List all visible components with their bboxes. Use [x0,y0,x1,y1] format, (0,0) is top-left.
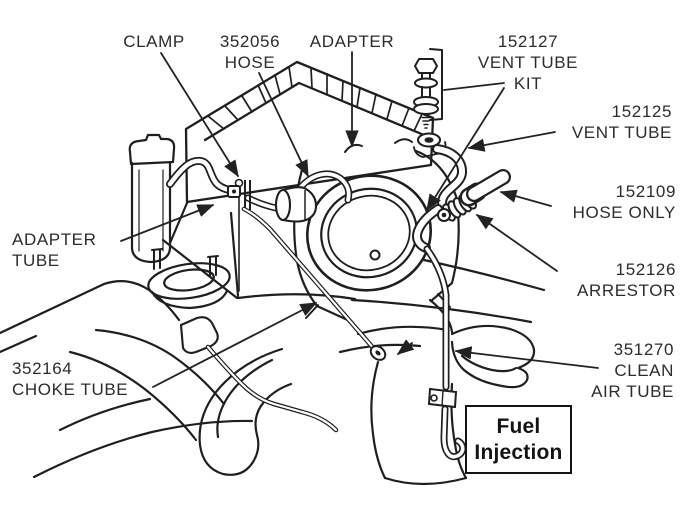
label-choke-tube-name: CHOKE TUBE [12,380,129,399]
label-hose-name: HOSE [224,53,276,72]
label-hose-only-part: 152109 [615,182,676,201]
leader-choke-tube [152,302,318,388]
label-arrestor-name: ARRESTOR [577,281,676,300]
label-adapter-tube: ADAPTER TUBE [12,229,132,271]
label-adapter-tube-line2: TUBE [12,251,60,270]
clean-air-tube-part [412,204,467,461]
label-clean-air-tube-part: 351270 [613,340,674,359]
vent-tube-kit-part [413,48,447,158]
leader-vent-tube [467,131,556,152]
label-hose-only-name: HOSE ONLY [572,203,676,222]
throttle-body [234,138,460,324]
label-vent-tube-kit-part: 152127 [497,32,559,51]
label-clamp-name: CLAMP [123,32,185,51]
label-vent-tube-part: 152125 [611,102,672,121]
leader-clamp [160,52,239,178]
label-adapter-tube-line1: ADAPTER [12,230,97,249]
label-hose-part: 352056 [219,32,281,51]
label-choke-tube: 352164 CHOKE TUBE [12,358,172,400]
label-choke-tube-part: 352164 [12,359,73,378]
label-clean-air-tube-line1: CLEAN [614,361,674,380]
label-vent-tube-name: VENT TUBE [571,123,672,142]
label-clean-air-tube-line2: AIR TUBE [591,382,674,401]
choke-tube-part [241,206,415,361]
label-vent-tube-kit-line1: VENT TUBE [477,53,579,72]
label-vent-tube-kit-line2: KIT [513,74,543,93]
label-adapter: ADAPTER [299,31,405,52]
leader-vent-tube-kit-b [426,87,505,212]
label-arrestor-part: 152126 [615,260,676,279]
label-hose: 352056 HOSE [211,31,289,73]
fuel-filter-canister [128,133,231,310]
leader-adapter-tube [120,204,215,242]
leader-hose [258,72,309,178]
label-adapter-name: ADAPTER [309,32,395,51]
leader-arrestor [475,214,558,272]
vacuum-diaphragm-part [274,186,318,223]
leader-hose-only [499,189,552,207]
label-clamp: CLAMP [115,31,193,52]
fuel-injection-badge-line2: Injection [474,440,563,464]
valve-cover [184,60,435,204]
fuel-injection-badge: Fuel Injection [465,405,572,474]
label-hose-only: 152109 HOSE ONLY [536,181,676,223]
hose-only-part [459,169,511,207]
clamp-part [227,180,251,211]
choke-tube-lower-part [179,316,339,433]
fuel-injection-badge-line1: Fuel [496,414,541,438]
label-vent-tube: 152125 VENT TUBE [538,101,672,143]
leader-clean-air-tube [454,346,599,369]
label-vent-tube-kit: 152127 VENT TUBE KIT [462,31,594,94]
label-clean-air-tube: 351270 CLEAN AIR TUBE [556,339,674,402]
vent-tube-part [432,144,468,212]
leader-vent-tube-kit-a [443,82,505,91]
valve-cover-ribs [207,66,423,132]
label-arrestor: 152126 ARRESTOR [536,259,676,301]
leader-lines [120,51,599,388]
hose-352056-part [296,170,353,204]
